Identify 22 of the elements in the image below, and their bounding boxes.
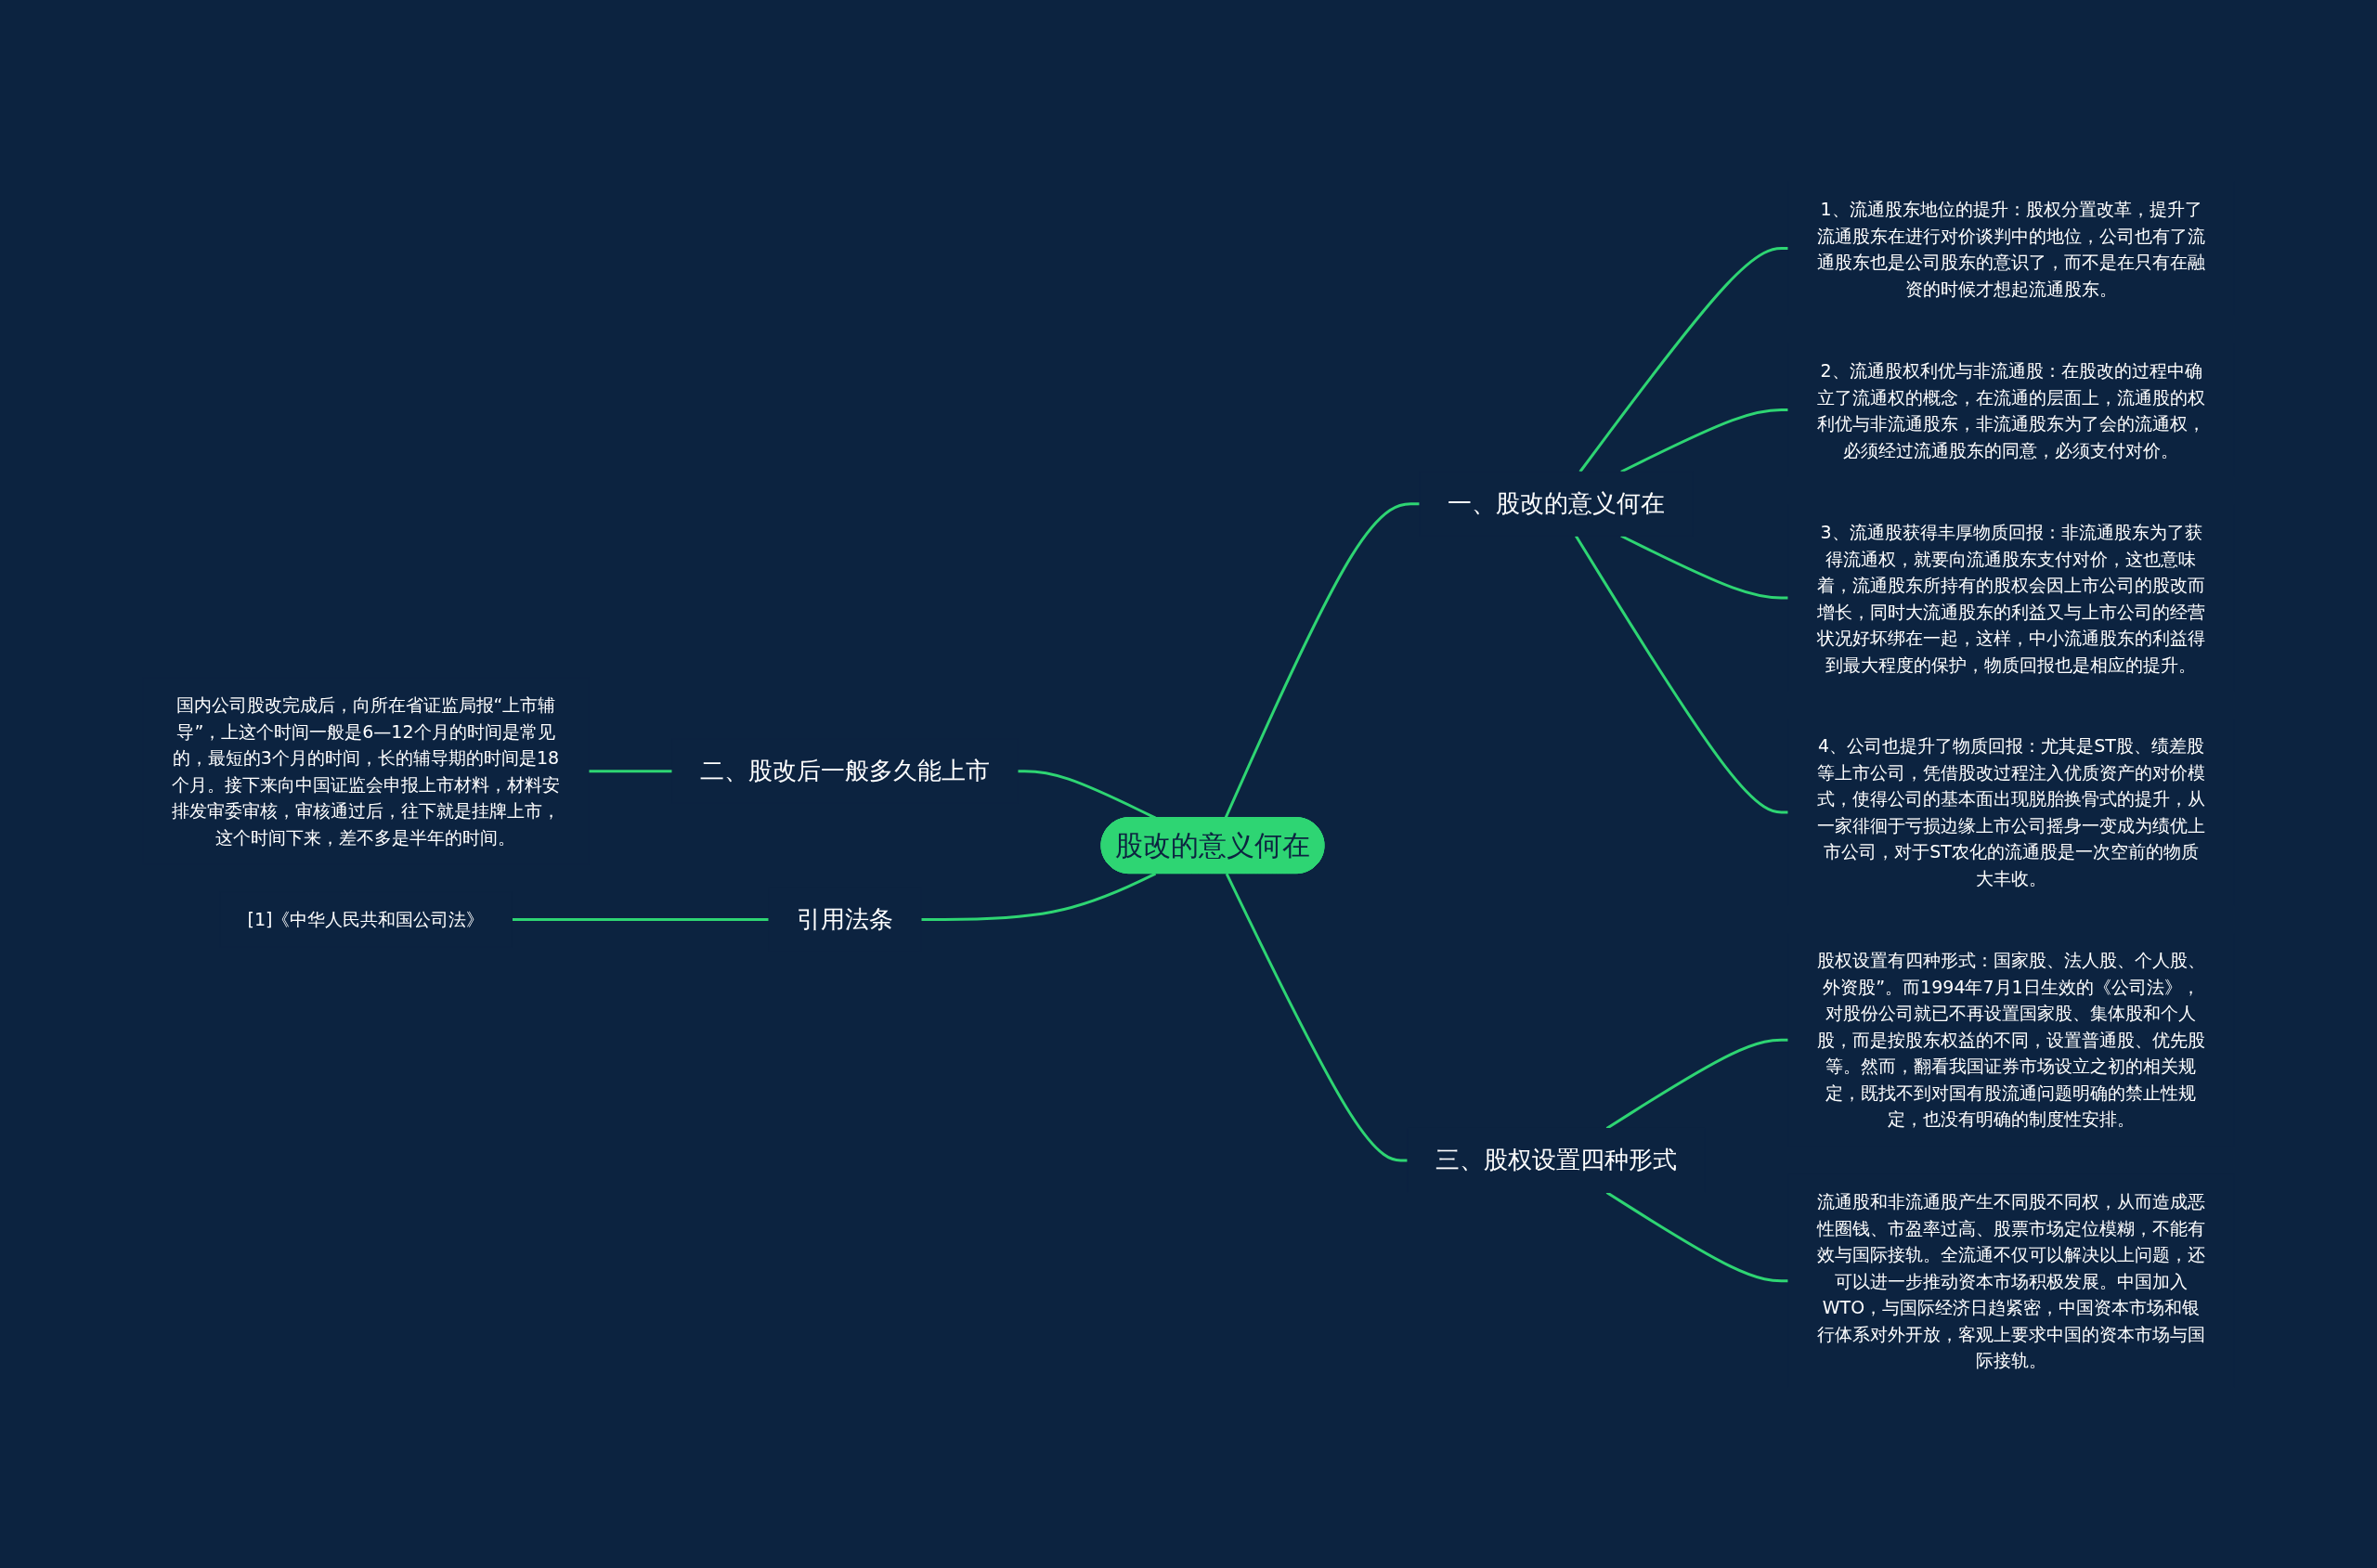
- connector: [921, 872, 1157, 921]
- node-text: 流通股和非流通股产生不同股不同权，从而造成恶性圈钱、市盈率过高、股票市场定位模糊，不能有效与国际接轨。全流通不仅可以解决以上问题，还可以进一步推动资本市场积极发展。中国加入WTO，与国际经济日趋紧密，中国资本市场和银行体系对外开放，客观上要求中国的资本市场与国际接轨。: [1816, 1190, 2205, 1370]
- connector: [512, 917, 769, 921]
- node-text: 一、股改的意义何在: [1447, 488, 1665, 517]
- node-text: 二、股改后一般多久能上市: [700, 756, 991, 784]
- connector: [1620, 534, 1788, 599]
- node-text: [1]《中华人民共和国公司法》: [247, 908, 485, 929]
- connector: [1225, 872, 1408, 1161]
- node-text: 股权设置有四种形式：国家股、法人股、个人股、外资股”。而1994年7月1日生效的《公司法》，对股份公司就已不再设置国家股、集体股和个人股，而是按股东权益的不同，设置普通股、优先股等。然而，翻看我国证券市场设立之初的相关规定，既找不到对国有股流通问题明确的禁止性规定，也没有明确的制度性安排。: [1816, 950, 2205, 1129]
- connector: [1018, 769, 1157, 819]
- connector: [1605, 1038, 1788, 1130]
- connector: [1575, 534, 1788, 813]
- node-text: 引用法条: [797, 904, 894, 933]
- connector: [1224, 501, 1420, 819]
- node-text: 1、流通股东地位的提升：股权分置改革，提升了流通股东在进行对价谈判中的地位，公司也有了流通股东也是公司股东的意识了，而不是在只有在融资的时候才想起流通股东。: [1816, 198, 2205, 298]
- node-text: 3、流通股获得丰厚物质回报：非流通股东为了获得流通权，就要向流通股东支付对价，这也意味着，流通股东所持有的股权会因上市公司的股改而增长，同时大流通股东的利益又与上市公司的经营状况好坏绑在一起，这样，中小流通股东的利益得到最大程度的保护，物质回报也是相应的提升。: [1816, 521, 2205, 674]
- node-text: 三、股权设置四种形式: [1435, 1146, 1677, 1173]
- connector: [1578, 246, 1788, 473]
- node-text: 4、公司也提升了物质回报：尤其是ST股、绩差股等上市公司，凭借股改过程注入优质资产的对价模式，使得公司的基本面出现脱胎换骨式的提升，从一家徘徊于亏损边缘上市公司摇身一变成为绩优上市公司，对于ST农化的流通股是一次空前的物质大丰收。: [1816, 735, 2205, 888]
- node-text: 国内公司股改完成后，向所在省证监局报“上市辅导”，上这个时间一般是6—12个月的时间是常见的，最短的3个月的时间，长的辅导期的时间是18个月。接下来向中国证监会申报上市材料，材料安排发审委审核，审核通过后，往下就是挂牌上市，这个时间下来，差不多是半年的时间。: [172, 693, 561, 848]
- node-text: 2、流通股权利优与非流通股：在股改的过程中确立了流通权的概念，在流通的层面上，流通股的权利优与非流通股东，非流通股东为了会的流通权，必须经过流通股东的同意，必须支付对价。: [1816, 359, 2205, 460]
- connector: [589, 769, 672, 772]
